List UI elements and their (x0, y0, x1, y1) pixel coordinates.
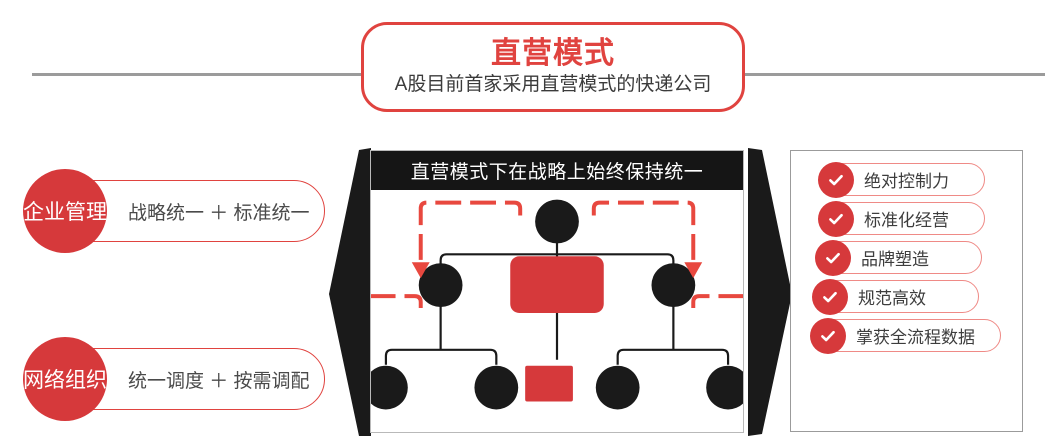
center-panel-title: 直营模式下在战略上始终保持统一 (410, 162, 704, 183)
org-node-leaf-4 (595, 365, 640, 410)
org-node-mid-left (418, 263, 463, 308)
org-node-leaf-3 (525, 365, 573, 402)
right-item-label: 掌获全流程数据 (856, 328, 975, 347)
right-item-4[interactable]: 掌获全流程数据 (810, 317, 1001, 354)
org-arrowhead-1 (411, 262, 430, 279)
check-icon (815, 239, 851, 276)
org-arrow-3-tail (371, 294, 423, 309)
center-panel: 直营模式下在战略上始终保持统一 (370, 150, 744, 433)
left-chevron-icon (329, 148, 371, 436)
left-item-badge: 企业管理 (23, 169, 107, 253)
org-node-mid-center (510, 256, 604, 313)
org-arrowhead-2 (684, 262, 703, 279)
center-panel-header: 直营模式下在战略上始终保持统一 (371, 151, 743, 190)
right-item-3[interactable]: 规范高效 (812, 278, 979, 315)
page-title: 直营模式 (491, 37, 615, 71)
left-item-badge: 网络组织 (23, 337, 107, 421)
org-node-leaf-5 (706, 365, 743, 410)
left-item-text: 统一调度 ＋ 按需调配 (128, 370, 310, 392)
right-item-label: 品牌塑造 (861, 250, 929, 269)
org-node-leaf-1 (371, 365, 408, 410)
org-arrow-2 (591, 200, 696, 263)
header-rule-right (745, 73, 1045, 76)
page-subtitle: A股目前首家采用直营模式的快递公司 (394, 74, 712, 96)
org-arrow-1 (418, 200, 523, 263)
right-item-2[interactable]: 品牌塑造 (815, 239, 982, 276)
right-item-label: 标准化经营 (864, 211, 949, 230)
right-item-label: 规范高效 (858, 289, 926, 308)
right-panel: 绝对控制力 标准化经营 品牌塑造 规范高效 掌获全流程数据 (790, 150, 1023, 432)
check-icon (818, 200, 854, 237)
header-rule-left (32, 73, 362, 76)
right-item-label: 绝对控制力 (864, 172, 949, 191)
org-node-mid-right (651, 263, 696, 308)
left-item-text: 战略统一 ＋ 标准统一 (128, 202, 310, 224)
left-item-badge-label: 企业管理 (23, 201, 107, 224)
org-node-leaf-2 (474, 365, 519, 410)
right-item-1[interactable]: 标准化经营 (818, 200, 985, 237)
left-item-badge-label: 网络组织 (23, 369, 107, 392)
check-icon (810, 317, 846, 354)
org-chart-diagram (371, 199, 743, 410)
right-chevron-icon (748, 148, 792, 436)
check-icon (812, 278, 848, 315)
right-item-0[interactable]: 绝对控制力 (818, 161, 985, 198)
check-icon (818, 161, 854, 198)
org-node-root (535, 199, 579, 244)
org-arrow-4-tail (691, 294, 743, 309)
title-box: 直营模式 A股目前首家采用直营模式的快递公司 (361, 22, 745, 112)
